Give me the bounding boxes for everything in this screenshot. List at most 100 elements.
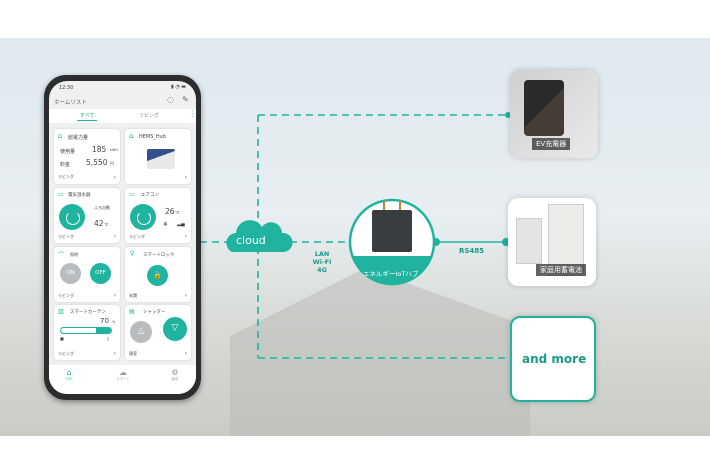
card-smart-curtain[interactable]: ▥ スマートカーテン 70 % ■ ▯ リビング › (54, 305, 120, 360)
closed-icon: ■ (60, 336, 64, 341)
ev-charger-card: EV充電器 (510, 70, 598, 158)
card-title: スマートカーテン (70, 310, 106, 315)
house-icon: ⌂ (129, 132, 134, 140)
usage-label: 使用量 (60, 149, 76, 155)
status-time: 12:30 (59, 85, 74, 91)
network-4g: 4G (317, 266, 327, 274)
curtain-percent: 70 (100, 317, 109, 325)
network-types: LAN Wi-Fi 4G (312, 250, 332, 274)
fee-unit: 円 (110, 161, 114, 166)
house-icon: ⌂ (58, 132, 63, 140)
chevron-right-icon: › (184, 174, 187, 181)
home-icon: ⌂ (66, 368, 72, 377)
aircon-icon: ▭ (129, 191, 135, 198)
more-icon[interactable]: ⋮ (189, 109, 196, 118)
cloud-icon: ☁ (119, 368, 127, 377)
app-screen: 12:30 ▮ ◔ ▬ ホームリスト ◌ ✎ すべて リビング ⋮ ⌂ 総電力量… (49, 81, 196, 394)
fee-label: 料金 (60, 162, 71, 168)
and-more-label: and more (522, 352, 587, 366)
key-icon: ♀ (130, 250, 135, 257)
chevron-right-icon: › (184, 233, 187, 240)
shutter-down-button[interactable]: ▽ (163, 317, 187, 341)
nav-label: TOP (65, 377, 73, 381)
battery-card: 家庭用蓄電池 (508, 198, 596, 286)
network-lan: LAN (314, 250, 330, 258)
card-title: HEMS_Hub (139, 134, 167, 140)
card-smart-lock[interactable]: ♀ スマートロック 🔒 玄関 › (125, 247, 191, 302)
light-icon: ⌒ (58, 252, 65, 259)
hub-label: エネルギーIoTハブ (363, 270, 419, 278)
card-light[interactable]: ⌒ 照明 ON OFF リビング › (54, 247, 120, 302)
water-temp: 42 (94, 219, 104, 228)
temp-unit: ℃ (104, 222, 109, 227)
nav-label: スマート (116, 377, 130, 381)
chevron-right-icon: › (113, 292, 116, 299)
nav-top[interactable]: ⌂TOP (59, 368, 79, 381)
card-hems-hub[interactable]: ⌂ HEMS_Hub › (125, 129, 191, 184)
edit-icon[interactable]: ✎ (182, 95, 189, 104)
chat-icon[interactable]: ◌ (167, 95, 174, 104)
bath-auto-label: ふろ自動 (94, 205, 110, 210)
chevron-right-icon: › (113, 233, 116, 240)
diagram-stage: cloud LAN Wi-Fi 4G エネルギーIoTハブ RS485 EV充電… (0, 38, 710, 436)
chevron-right-icon: › (184, 292, 187, 299)
card-shutter[interactable]: ▤ シャッター △ ▽ 寝室 › (125, 305, 191, 360)
house-illustration (147, 149, 175, 169)
usage-value: 185 (92, 145, 107, 154)
tab-all[interactable]: すべて (77, 112, 98, 121)
page-title: ホームリスト (54, 100, 87, 106)
lock-button[interactable]: 🔒 (147, 265, 168, 286)
status-icons: ▮ ◔ ▬ (171, 84, 187, 90)
battery-label: 家庭用蓄電池 (536, 264, 586, 276)
room-label: リビング (58, 293, 74, 298)
chevron-right-icon: › (113, 350, 116, 357)
chevron-right-icon: › (184, 350, 187, 357)
power-button[interactable] (59, 204, 85, 230)
fee-value: 5,550 (86, 158, 108, 167)
card-title: シャッター (143, 310, 166, 315)
usage-unit: kWh (110, 148, 118, 152)
percent-unit: % (112, 320, 116, 324)
card-title: 照明 (70, 252, 78, 257)
and-more-card: and more (510, 316, 596, 402)
on-button[interactable]: ON (60, 263, 81, 284)
card-title: 総電力量 (68, 135, 89, 141)
nav-settings[interactable]: ⚙設定 (165, 368, 185, 382)
open-icon: ▯ (107, 336, 110, 341)
gear-icon: ⚙ (171, 368, 179, 377)
water-heater-icon: ▭ (58, 191, 64, 198)
card-title: エアコン (141, 193, 159, 198)
room-label: リビング (58, 174, 74, 179)
card-power[interactable]: ⌂ 総電力量 使用量 185 kWh 料金 5,550 円 リビング › (54, 129, 120, 184)
off-button[interactable]: OFF (90, 263, 111, 284)
card-water-heater[interactable]: ▭ 電気温水器 ふろ自動 42 ℃ リビング › (54, 188, 120, 243)
chevron-right-icon: › (113, 174, 116, 181)
room-label: リビング (129, 234, 145, 239)
protocol-label: RS485 (459, 247, 485, 255)
room-label: リビング (58, 351, 74, 356)
temp-unit: ℃ (175, 210, 180, 215)
curtain-icon: ▥ (58, 308, 64, 315)
room-label: リビング (58, 234, 74, 239)
shutter-up-button[interactable]: △ (130, 321, 152, 343)
signal-icon: ▂▄ (177, 221, 185, 227)
room-label: 寝室 (129, 351, 137, 356)
power-button[interactable] (130, 204, 156, 230)
phone: 12:30 ▮ ◔ ▬ ホームリスト ◌ ✎ すべて リビング ⋮ ⌂ 総電力量… (44, 75, 201, 400)
connection-lines (200, 112, 511, 359)
tab-living[interactable]: リビング (139, 113, 160, 119)
ev-charger-image (524, 80, 564, 136)
cloud-label: cloud (236, 234, 266, 247)
shutter-icon: ▤ (129, 308, 135, 315)
bottom-nav: ⌂TOP ☁スマート ⚙設定 (49, 365, 196, 394)
room-label: 玄関 (129, 293, 137, 298)
ev-label: EV充電器 (532, 138, 571, 150)
curtain-slider[interactable] (60, 327, 112, 334)
network-wifi: Wi-Fi (312, 258, 332, 266)
snowflake-icon: ❄ (163, 221, 169, 228)
nav-label: 設定 (171, 377, 179, 381)
aircon-temp: 26 (165, 207, 175, 216)
card-title: 電気温水器 (68, 193, 91, 198)
nav-smart[interactable]: ☁スマート (111, 368, 135, 382)
card-aircon[interactable]: ▭ エアコン 26 ℃ ❄ ▂▄ リビング › (125, 188, 191, 243)
